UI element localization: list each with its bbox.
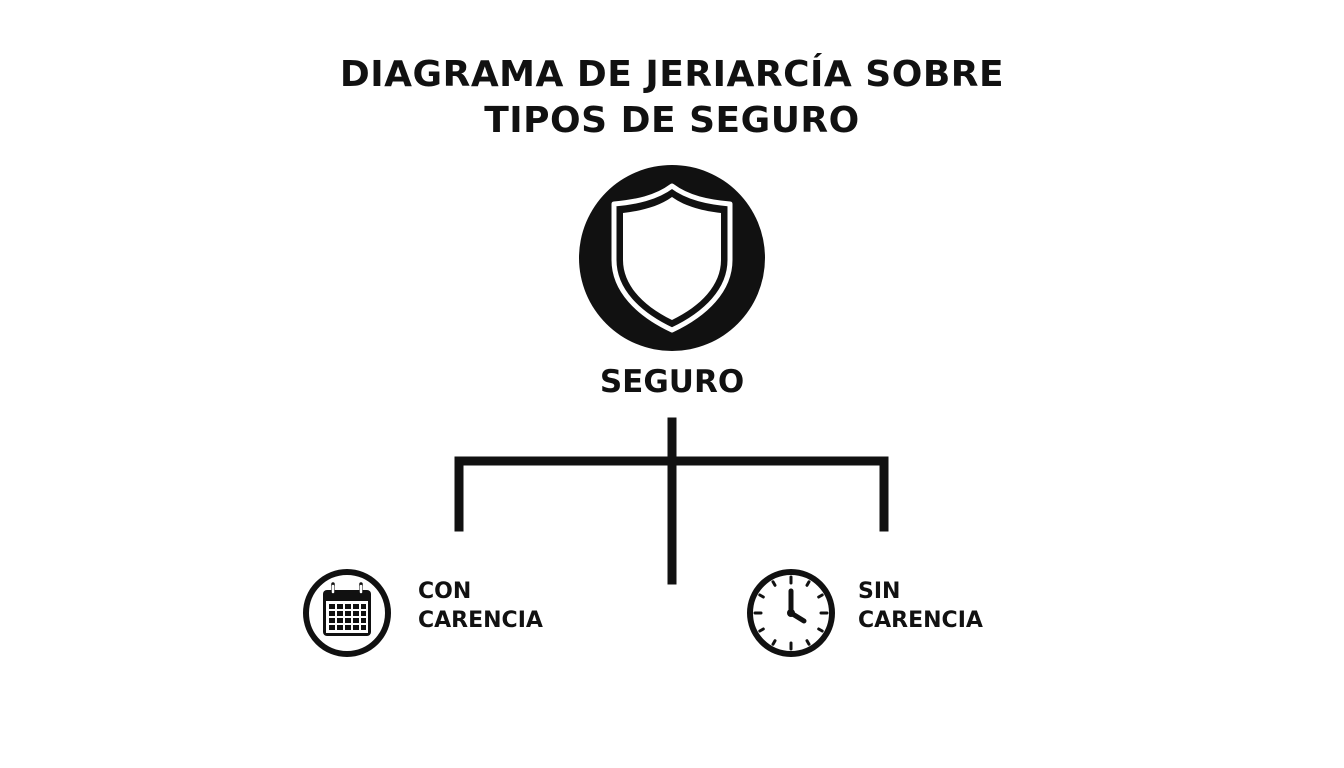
shield-icon-outline xyxy=(611,183,733,333)
node-label-con-carencia-line-1: CON xyxy=(418,579,472,604)
node-label-sin-carencia-line-2: CARENCIA xyxy=(858,608,983,633)
node-label-con-carencia-line-2: CARENCIA xyxy=(418,608,543,633)
node-label-con-carencia: CON CARENCIA xyxy=(418,577,543,635)
node-label-sin-carencia: SIN CARENCIA xyxy=(858,577,983,635)
diagram-title: DIAGRAMA DE JERIARCÍA SOBRE TIPOS DE SEG… xyxy=(0,52,1344,144)
calendar-icon xyxy=(303,569,391,657)
title-line-2: TIPOS DE SEGURO xyxy=(484,100,860,141)
clock-icon-ticks xyxy=(753,575,829,651)
node-label-sin-carencia-line-1: SIN xyxy=(858,579,901,604)
shield-icon xyxy=(579,165,765,351)
clock-icon xyxy=(747,569,835,657)
root-label-seguro: SEGURO xyxy=(599,364,745,400)
shield-icon-fill xyxy=(623,197,721,320)
title-line-1: DIAGRAMA DE JERIARCÍA SOBRE xyxy=(339,54,1005,95)
